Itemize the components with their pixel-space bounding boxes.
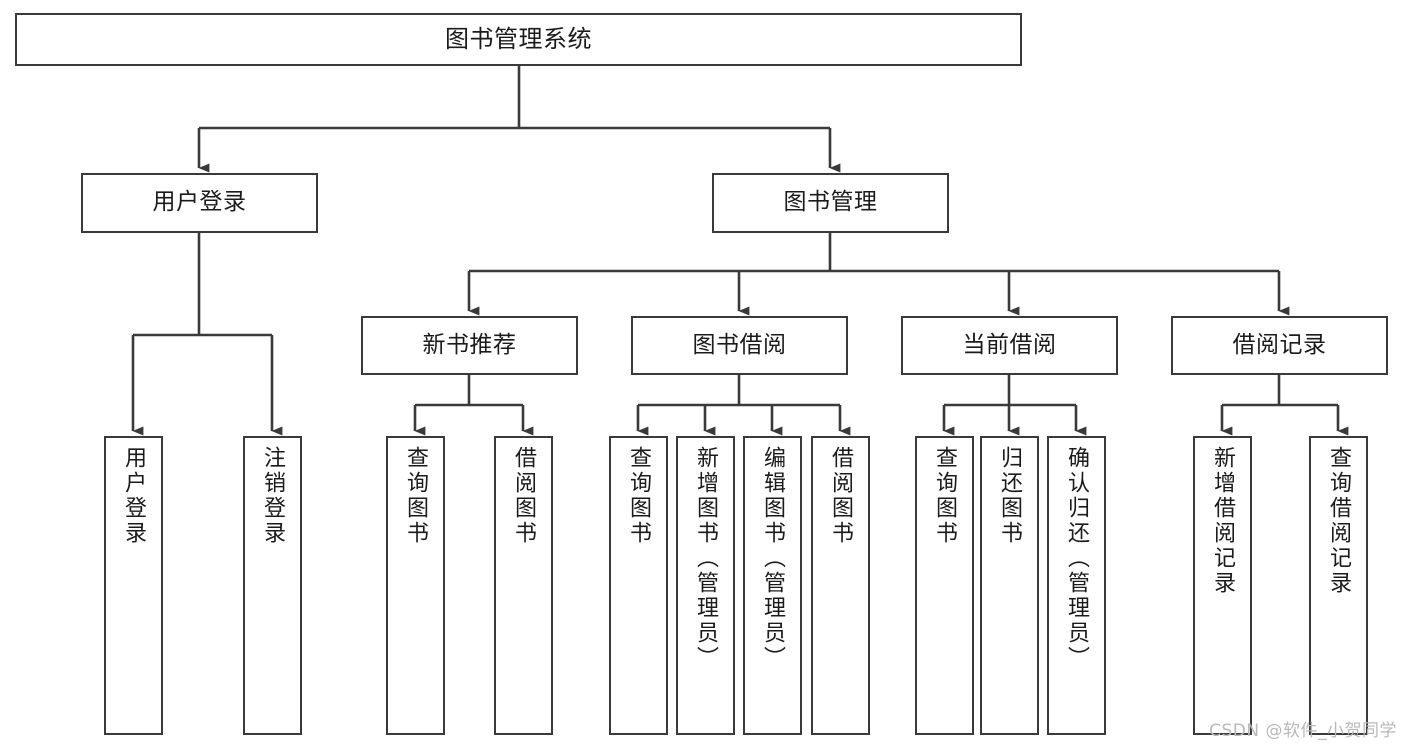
node-book-management[interactable]: 图书管理	[712, 173, 949, 233]
node-label: 用户登录	[121, 446, 147, 546]
leaf-borrow-book-new-recommendation[interactable]: 借阅图书	[494, 436, 553, 735]
leaf-return-book[interactable]: 归还图书	[980, 436, 1039, 735]
node-root-book-management-system[interactable]: 图书管理系统	[15, 13, 1022, 66]
node-borrow-records[interactable]: 借阅记录	[1171, 316, 1388, 375]
node-user-login[interactable]: 用户登录	[81, 173, 318, 233]
node-label: 查询借阅记录	[1326, 446, 1352, 596]
node-label: 新增图书（管理员）	[693, 446, 719, 671]
node-label: 借阅图书	[511, 446, 537, 546]
node-label: 新增借阅记录	[1210, 446, 1236, 596]
node-label: 借阅记录	[1232, 331, 1327, 358]
leaf-query-book-borrowing[interactable]: 查询图书	[609, 436, 668, 735]
node-label: 用户登录	[152, 189, 247, 216]
leaf-query-borrow-record[interactable]: 查询借阅记录	[1309, 436, 1368, 735]
node-label: 查询图书	[932, 446, 958, 546]
node-label: 图书管理系统	[445, 25, 592, 54]
node-current-borrowing[interactable]: 当前借阅	[901, 316, 1118, 375]
node-label: 当前借阅	[962, 331, 1057, 358]
node-label: 注销登录	[260, 446, 286, 546]
leaf-query-book-current[interactable]: 查询图书	[915, 436, 974, 735]
node-book-borrowing[interactable]: 图书借阅	[631, 316, 848, 375]
leaf-add-book-admin[interactable]: 新增图书（管理员）	[676, 436, 735, 735]
leaf-add-borrow-record[interactable]: 新增借阅记录	[1193, 436, 1252, 735]
node-label: 查询图书	[626, 446, 652, 546]
csdn-watermark: CSDN @软件_小贺同学	[1209, 721, 1397, 741]
leaf-confirm-return-admin[interactable]: 确认归还（管理员）	[1047, 436, 1106, 735]
node-label: 查询图书	[403, 446, 429, 546]
leaf-borrow-book-borrowing[interactable]: 借阅图书	[811, 436, 870, 735]
node-label: 图书管理	[783, 189, 878, 216]
node-label: 编辑图书（管理员）	[760, 446, 786, 671]
node-label: 图书借阅	[692, 331, 787, 358]
leaf-user-login[interactable]: 用户登录	[104, 436, 163, 735]
node-label: 新书推荐	[422, 331, 517, 358]
leaf-edit-book-admin[interactable]: 编辑图书（管理员）	[743, 436, 802, 735]
leaf-query-book-new-recommendation[interactable]: 查询图书	[386, 436, 445, 735]
node-label: 借阅图书	[828, 446, 854, 546]
node-label: 确认归还（管理员）	[1064, 446, 1090, 671]
leaf-user-logout[interactable]: 注销登录	[243, 436, 302, 735]
node-label: 归还图书	[997, 446, 1023, 546]
node-new-book-recommendation[interactable]: 新书推荐	[361, 316, 578, 375]
